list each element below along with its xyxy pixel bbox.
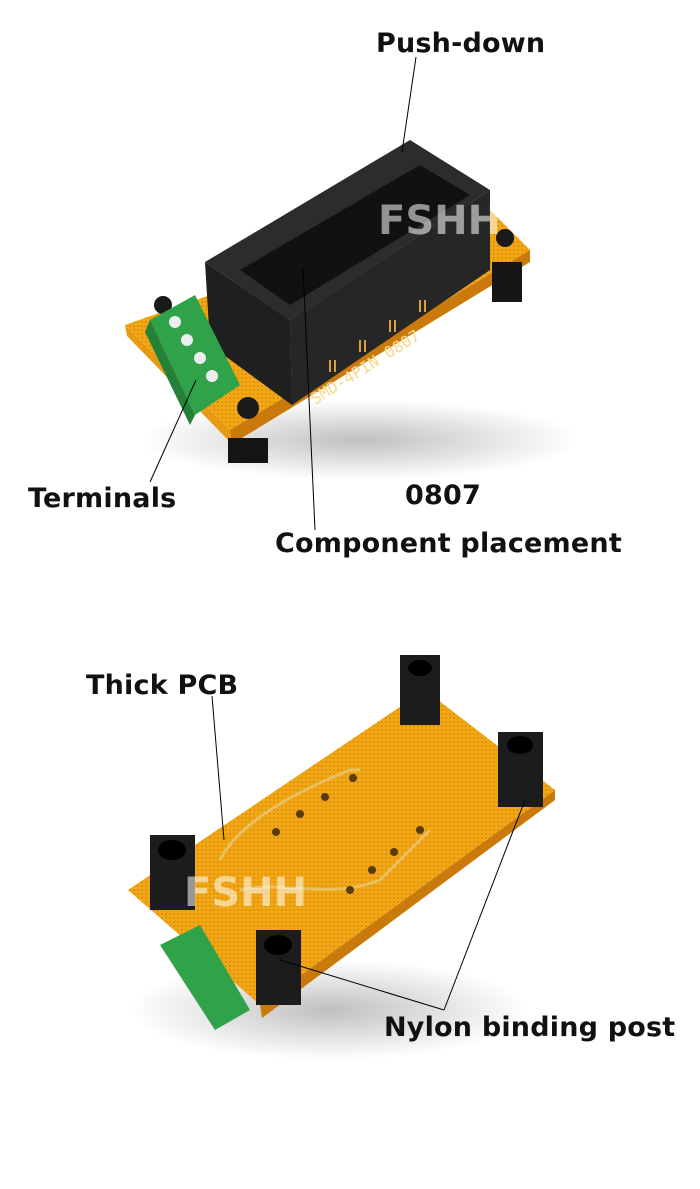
label-model: 0807: [405, 480, 481, 511]
label-component-placement: Component placement: [275, 528, 622, 559]
terminal-block: [145, 295, 240, 425]
label-thick-pcb: Thick PCB: [86, 670, 239, 701]
nylon-posts: [150, 655, 543, 1005]
top-product-photo: SMD-4PIN 0807: [125, 56, 580, 531]
label-push-down: Push-down: [376, 28, 546, 59]
label-terminals: Terminals: [28, 483, 177, 514]
watermark: FSHH: [184, 870, 308, 916]
watermark: FSHH: [378, 198, 502, 244]
label-nylon-binding-post: Nylon binding post: [384, 1012, 676, 1043]
pcb-board-bottom: [128, 690, 555, 1018]
socket: [205, 140, 490, 405]
